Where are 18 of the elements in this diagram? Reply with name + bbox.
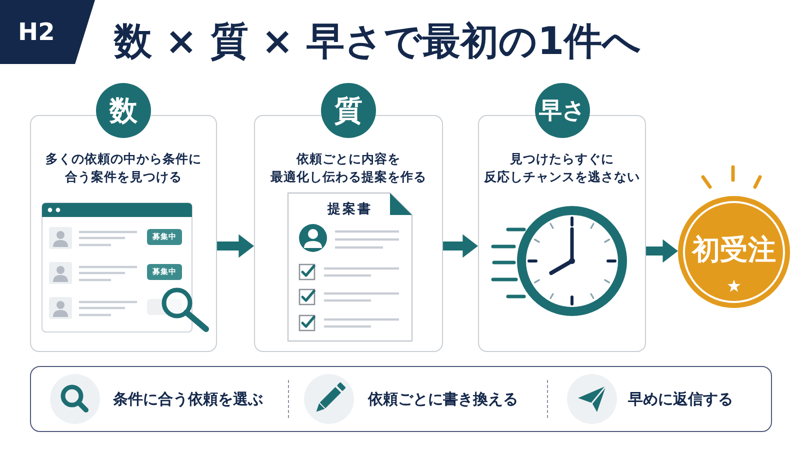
- goal-text: 初受注: [692, 234, 776, 266]
- step-badge: 数: [96, 83, 151, 138]
- step-description: 依頼ごとに内容を最適化し伝わる提案を作る: [270, 150, 427, 186]
- tip-text: 条件に合う依頼を選ぶ: [113, 389, 263, 410]
- step-description: 多くの依頼の中から条件に合う案件を見つける: [45, 150, 202, 186]
- document-title: 提案書: [328, 201, 372, 219]
- heading-badge: H2: [0, 0, 95, 64]
- tips-bar: [30, 366, 772, 432]
- arrow: [217, 234, 254, 258]
- step-description: 見つけたらすぐに反応しチャンスを逃さない: [484, 150, 640, 186]
- step-badge: 早さ: [535, 83, 590, 138]
- tip-text: 早めに返信する: [628, 389, 733, 410]
- arrow: [443, 234, 478, 258]
- tip-text: 依頼ごとに書き換える: [368, 389, 518, 410]
- arrow: [646, 239, 678, 263]
- proposal-document: [287, 192, 413, 342]
- step-badge: 質: [321, 83, 376, 138]
- page-title: 数 × 質 × 早さで最初の1件へ: [114, 18, 642, 65]
